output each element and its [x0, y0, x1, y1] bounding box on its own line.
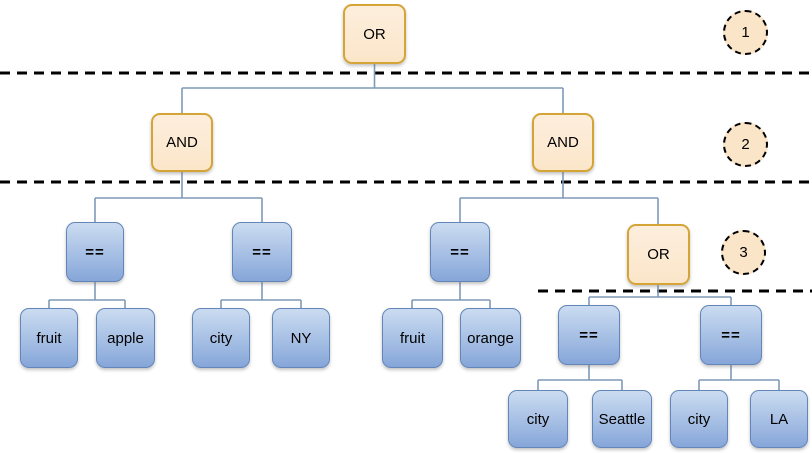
connector-or2-to-eqs: [588, 285, 732, 305]
node-or-root: OR: [343, 4, 406, 64]
node-eq-4: ==: [558, 305, 620, 365]
connector-and-right-to-children: [459, 172, 659, 224]
node-eq-5: ==: [700, 305, 762, 365]
connector-eq5-to-leaves: [698, 365, 780, 390]
node-label: OR: [363, 25, 386, 43]
node-leaf-la: LA: [750, 390, 808, 448]
node-leaf-fruit-2: fruit: [382, 308, 443, 368]
node-label: Seattle: [598, 410, 646, 428]
node-or-2: OR: [627, 224, 690, 285]
level-badge-2: 2: [723, 122, 768, 167]
connector-eq4-to-leaves: [537, 365, 623, 390]
connector-eq1-to-leaves: [48, 282, 126, 308]
connector-root-to-ands: [181, 64, 564, 113]
node-label: ==: [721, 326, 741, 344]
level-badge-label: 1: [741, 24, 750, 41]
node-label: orange: [467, 329, 514, 347]
level-badge-3: 3: [721, 230, 766, 275]
level-badge-1: 1: [723, 10, 768, 55]
node-leaf-seattle: Seattle: [592, 390, 652, 448]
node-label: ==: [450, 243, 470, 261]
node-leaf-city-3: city: [670, 390, 728, 448]
node-leaf-city-2: city: [508, 390, 568, 448]
node-label: city: [687, 410, 711, 428]
node-leaf-fruit-1: fruit: [20, 308, 78, 368]
node-leaf-orange: orange: [460, 308, 521, 368]
node-label: LA: [769, 410, 789, 428]
node-label: fruit: [399, 329, 425, 347]
connector-eq3-to-leaves: [411, 282, 491, 308]
node-leaf-ny: NY: [272, 308, 330, 368]
node-label: AND: [547, 134, 579, 151]
node-label: NY: [290, 329, 312, 347]
node-label: ==: [252, 243, 272, 261]
node-eq-1: ==: [66, 222, 124, 282]
node-leaf-city-1: city: [192, 308, 250, 368]
node-label: OR: [647, 246, 670, 263]
node-eq-3: ==: [430, 222, 490, 282]
connector-and-left-to-eqs: [94, 172, 263, 222]
node-label: ==: [85, 243, 105, 261]
level-badge-label: 2: [741, 136, 750, 153]
node-label: city: [209, 329, 233, 347]
node-eq-2: ==: [232, 222, 292, 282]
node-and-right: AND: [532, 113, 594, 172]
node-label: AND: [166, 134, 198, 151]
node-label: city: [526, 410, 550, 428]
level-badge-label: 3: [739, 244, 748, 261]
connector-eq2-to-leaves: [220, 282, 302, 308]
node-label: fruit: [36, 329, 62, 347]
node-label: apple: [107, 329, 144, 347]
node-label: ==: [579, 326, 599, 344]
node-and-left: AND: [151, 113, 213, 172]
node-leaf-apple: apple: [96, 308, 155, 368]
